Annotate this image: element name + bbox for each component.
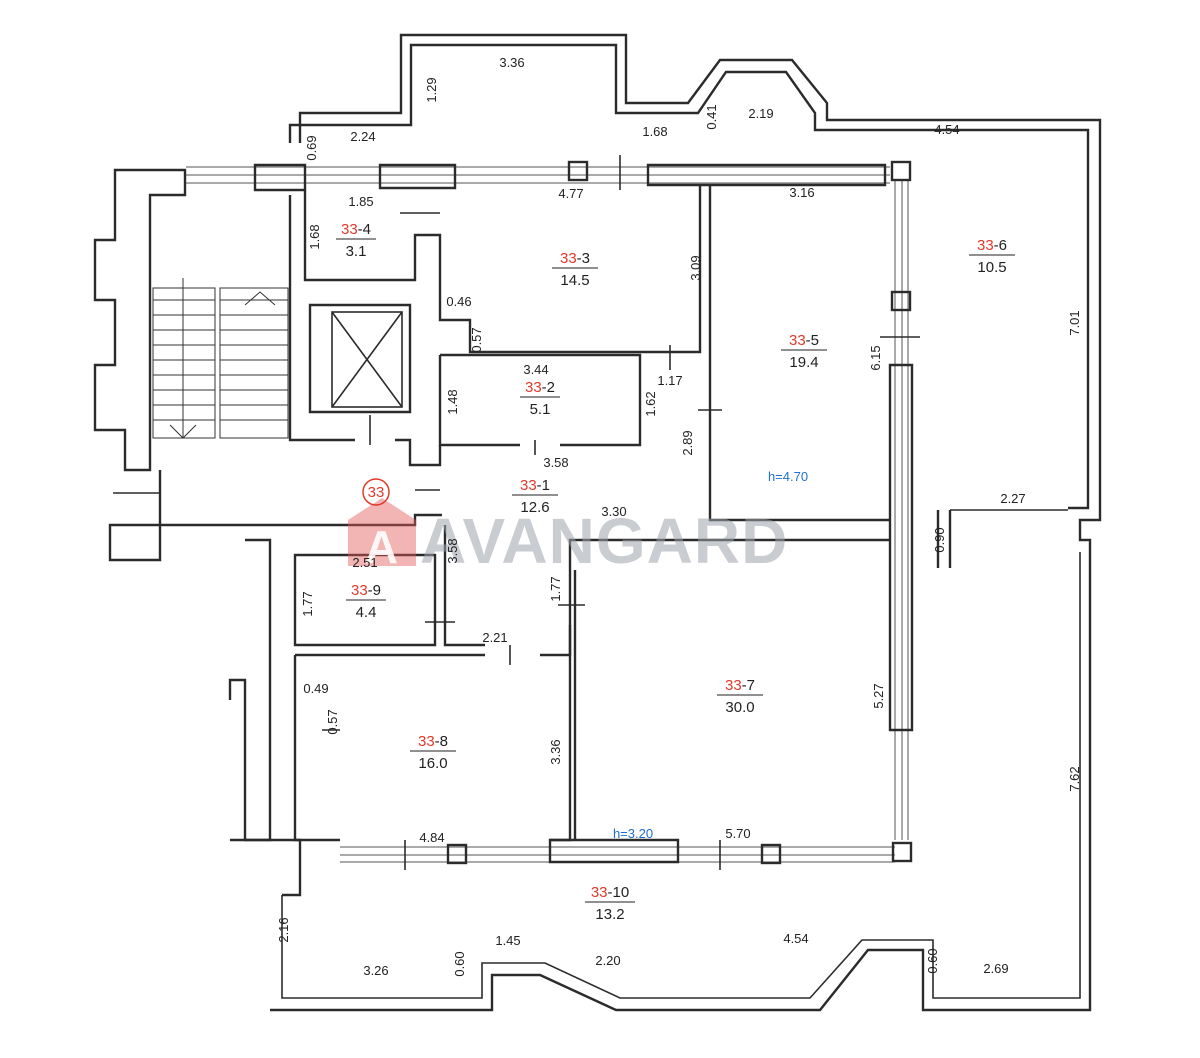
dimension-label: 2.20 — [595, 953, 620, 968]
room-id-33-6: 33-6 — [977, 237, 1007, 254]
dimension-label: 2.51 — [352, 555, 377, 570]
dimension-label: 2.89 — [680, 430, 695, 455]
dimension-label: 1.62 — [643, 391, 658, 416]
room-area-33-4: 3.1 — [346, 243, 367, 260]
dimension-label: 1.17 — [657, 373, 682, 388]
dimension-label: 1.29 — [424, 77, 439, 102]
dimension-label: 0.60 — [452, 951, 467, 976]
dimension-label: 3.26 — [363, 963, 388, 978]
room-area-33-1: 12.6 — [520, 499, 549, 516]
room-area-33-7: 30.0 — [725, 699, 754, 716]
room-id-33-8: 33-8 — [418, 733, 448, 750]
staircase — [152, 278, 289, 439]
interior-walls — [93, 160, 914, 897]
dimension-label: 2.16 — [276, 917, 291, 942]
dimension-label: 4.77 — [558, 186, 583, 201]
watermark-brand: AVANGARD — [420, 505, 788, 577]
outer-walls — [270, 33, 1102, 1012]
room-id-33-3: 33-3 — [560, 250, 590, 267]
room-area-33-10: 13.2 — [595, 906, 624, 923]
dimension-label: 3.36 — [548, 739, 563, 764]
dimension-label: 5.70 — [725, 826, 750, 841]
dimension-label: 3.36 — [499, 55, 524, 70]
entrance-label: 33 — [368, 484, 385, 501]
dimension-label: 1.68 — [642, 124, 667, 139]
dimension-label: 7.01 — [1067, 310, 1082, 335]
dimension-label: 4.54 — [783, 931, 808, 946]
ceiling-height-label: h=3.20 — [613, 826, 653, 841]
dimension-label: 1.77 — [300, 591, 315, 616]
dimension-label: 1.77 — [548, 576, 563, 601]
dimension-label: 3.44 — [523, 362, 548, 377]
dimension-label: 1.45 — [495, 933, 520, 948]
room-id-33-2: 33-2 — [525, 379, 555, 396]
dimension-label: 3.58 — [445, 538, 460, 563]
ceiling-height-label: h=4.70 — [768, 469, 808, 484]
watermark-logo-letter: A — [365, 521, 399, 573]
door-marks — [113, 155, 920, 870]
dimension-label: 3.09 — [688, 255, 703, 280]
dimension-label: 0.57 — [469, 327, 484, 352]
room-id-33-9: 33-9 — [351, 582, 381, 599]
dimension-label: 7.62 — [1067, 766, 1082, 791]
room-area-33-2: 5.1 — [530, 401, 551, 418]
dimension-label: 1.48 — [445, 389, 460, 414]
watermark-logo — [348, 498, 416, 566]
dimension-label: 3.58 — [543, 455, 568, 470]
dimension-labels: 3.36 1.29 2.24 0.69 1.68 0.41 2.19 4.54 … — [276, 55, 1082, 978]
dimension-label: 0.57 — [325, 709, 340, 734]
dimension-label: 2.19 — [748, 106, 773, 121]
dimension-label: 3.16 — [789, 185, 814, 200]
dimension-label: 0.46 — [446, 294, 471, 309]
room-labels: 33-1 12.6 33-2 5.1 33-3 14.5 33-4 3.1 33… — [336, 221, 1015, 923]
dimension-label: 2.69 — [983, 961, 1008, 976]
dimension-label: 5.27 — [871, 683, 886, 708]
dimension-label: 6.15 — [868, 345, 883, 370]
dimension-label: 1.85 — [348, 194, 373, 209]
dimension-label: 0.49 — [303, 681, 328, 696]
dimension-label: 4.54 — [934, 122, 959, 137]
room-area-33-5: 19.4 — [789, 354, 818, 371]
dimension-label: 0.90 — [932, 527, 947, 552]
entrance-marker: 33 — [362, 478, 390, 506]
dimension-label: 0.60 — [925, 948, 940, 973]
room-id-33-5: 33-5 — [789, 332, 819, 349]
dimension-label: 2.24 — [350, 129, 375, 144]
room-id-33-7: 33-7 — [725, 677, 755, 694]
room-id-33-4: 33-4 — [341, 221, 371, 238]
dimension-label: 4.84 — [419, 830, 444, 845]
room-id-33-1: 33-1 — [520, 477, 550, 494]
dimension-label: 1.68 — [307, 224, 322, 249]
elevator-shaft — [331, 311, 403, 408]
dimension-label: 0.41 — [704, 104, 719, 129]
dimension-label: 2.21 — [482, 630, 507, 645]
room-id-33-10: 33-10 — [591, 884, 629, 901]
room-area-33-9: 4.4 — [356, 604, 377, 621]
room-area-33-6: 10.5 — [977, 259, 1006, 276]
dimension-label: 0.69 — [304, 135, 319, 160]
watermark: A AVANGARD — [348, 498, 788, 577]
dimension-label: 2.27 — [1000, 491, 1025, 506]
room-area-33-8: 16.0 — [418, 755, 447, 772]
room-area-33-3: 14.5 — [560, 272, 589, 289]
dimension-label: 3.30 — [601, 504, 626, 519]
